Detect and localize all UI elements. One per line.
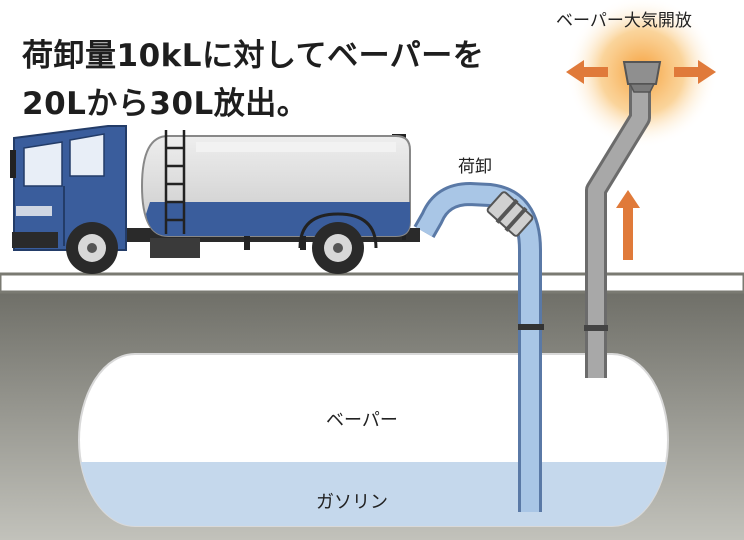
cab-window bbox=[69, 133, 105, 177]
front-wheel bbox=[66, 222, 118, 274]
pipe-flange bbox=[518, 324, 544, 330]
vapor-vent-label: ベーパー大気開放 bbox=[556, 11, 692, 31]
title-line-1: 荷卸量10kLに対してベーパーを bbox=[22, 38, 485, 74]
side-mirror bbox=[10, 150, 16, 178]
arrow-left-icon bbox=[566, 60, 608, 84]
vent-pipe bbox=[584, 61, 662, 378]
hose-coupler bbox=[486, 191, 534, 237]
vent-arrows bbox=[566, 60, 716, 260]
tank-gasoline-label: ガソリン bbox=[316, 492, 388, 513]
unload-pipe bbox=[413, 182, 544, 512]
rear-wheel bbox=[312, 222, 364, 274]
arrow-right-icon bbox=[674, 60, 716, 84]
tanker-stripe bbox=[146, 202, 410, 236]
cab-windshield bbox=[23, 141, 63, 187]
arrow-up-icon bbox=[616, 190, 640, 260]
tanker-truck bbox=[10, 125, 420, 274]
tank-vapor-label: ベーパー bbox=[326, 410, 398, 431]
gasoline-fill bbox=[79, 462, 668, 526]
road-surface bbox=[0, 272, 744, 294]
title-line-2: 20Lから30L放出。 bbox=[22, 86, 309, 122]
unloading-label: 荷卸 bbox=[458, 157, 492, 177]
vent-flange bbox=[584, 325, 608, 331]
tanker-ladder bbox=[164, 130, 186, 234]
vent-cap-icon bbox=[622, 61, 662, 85]
